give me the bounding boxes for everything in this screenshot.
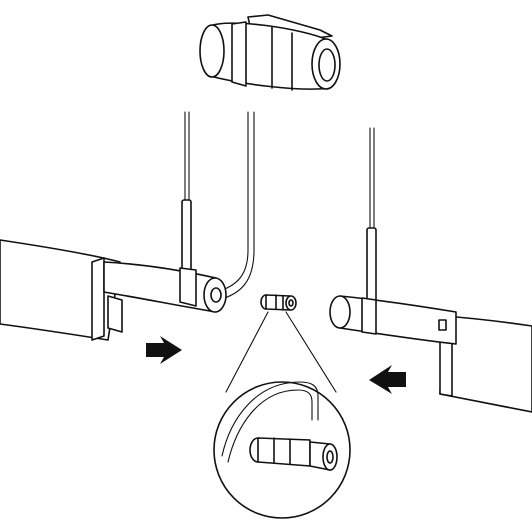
push-right-arrow-icon	[146, 336, 182, 364]
push-left-arrow-icon	[369, 365, 406, 394]
suspension-wire-left	[181, 111, 192, 273]
power-cable	[215, 111, 255, 301]
magnified-detail	[213, 311, 351, 519]
connector-sleeve	[199, 14, 341, 91]
right-light-tube	[329, 295, 532, 413]
left-light-tube	[0, 239, 227, 341]
suspension-wire-right	[366, 127, 377, 305]
small-connector	[260, 294, 297, 311]
